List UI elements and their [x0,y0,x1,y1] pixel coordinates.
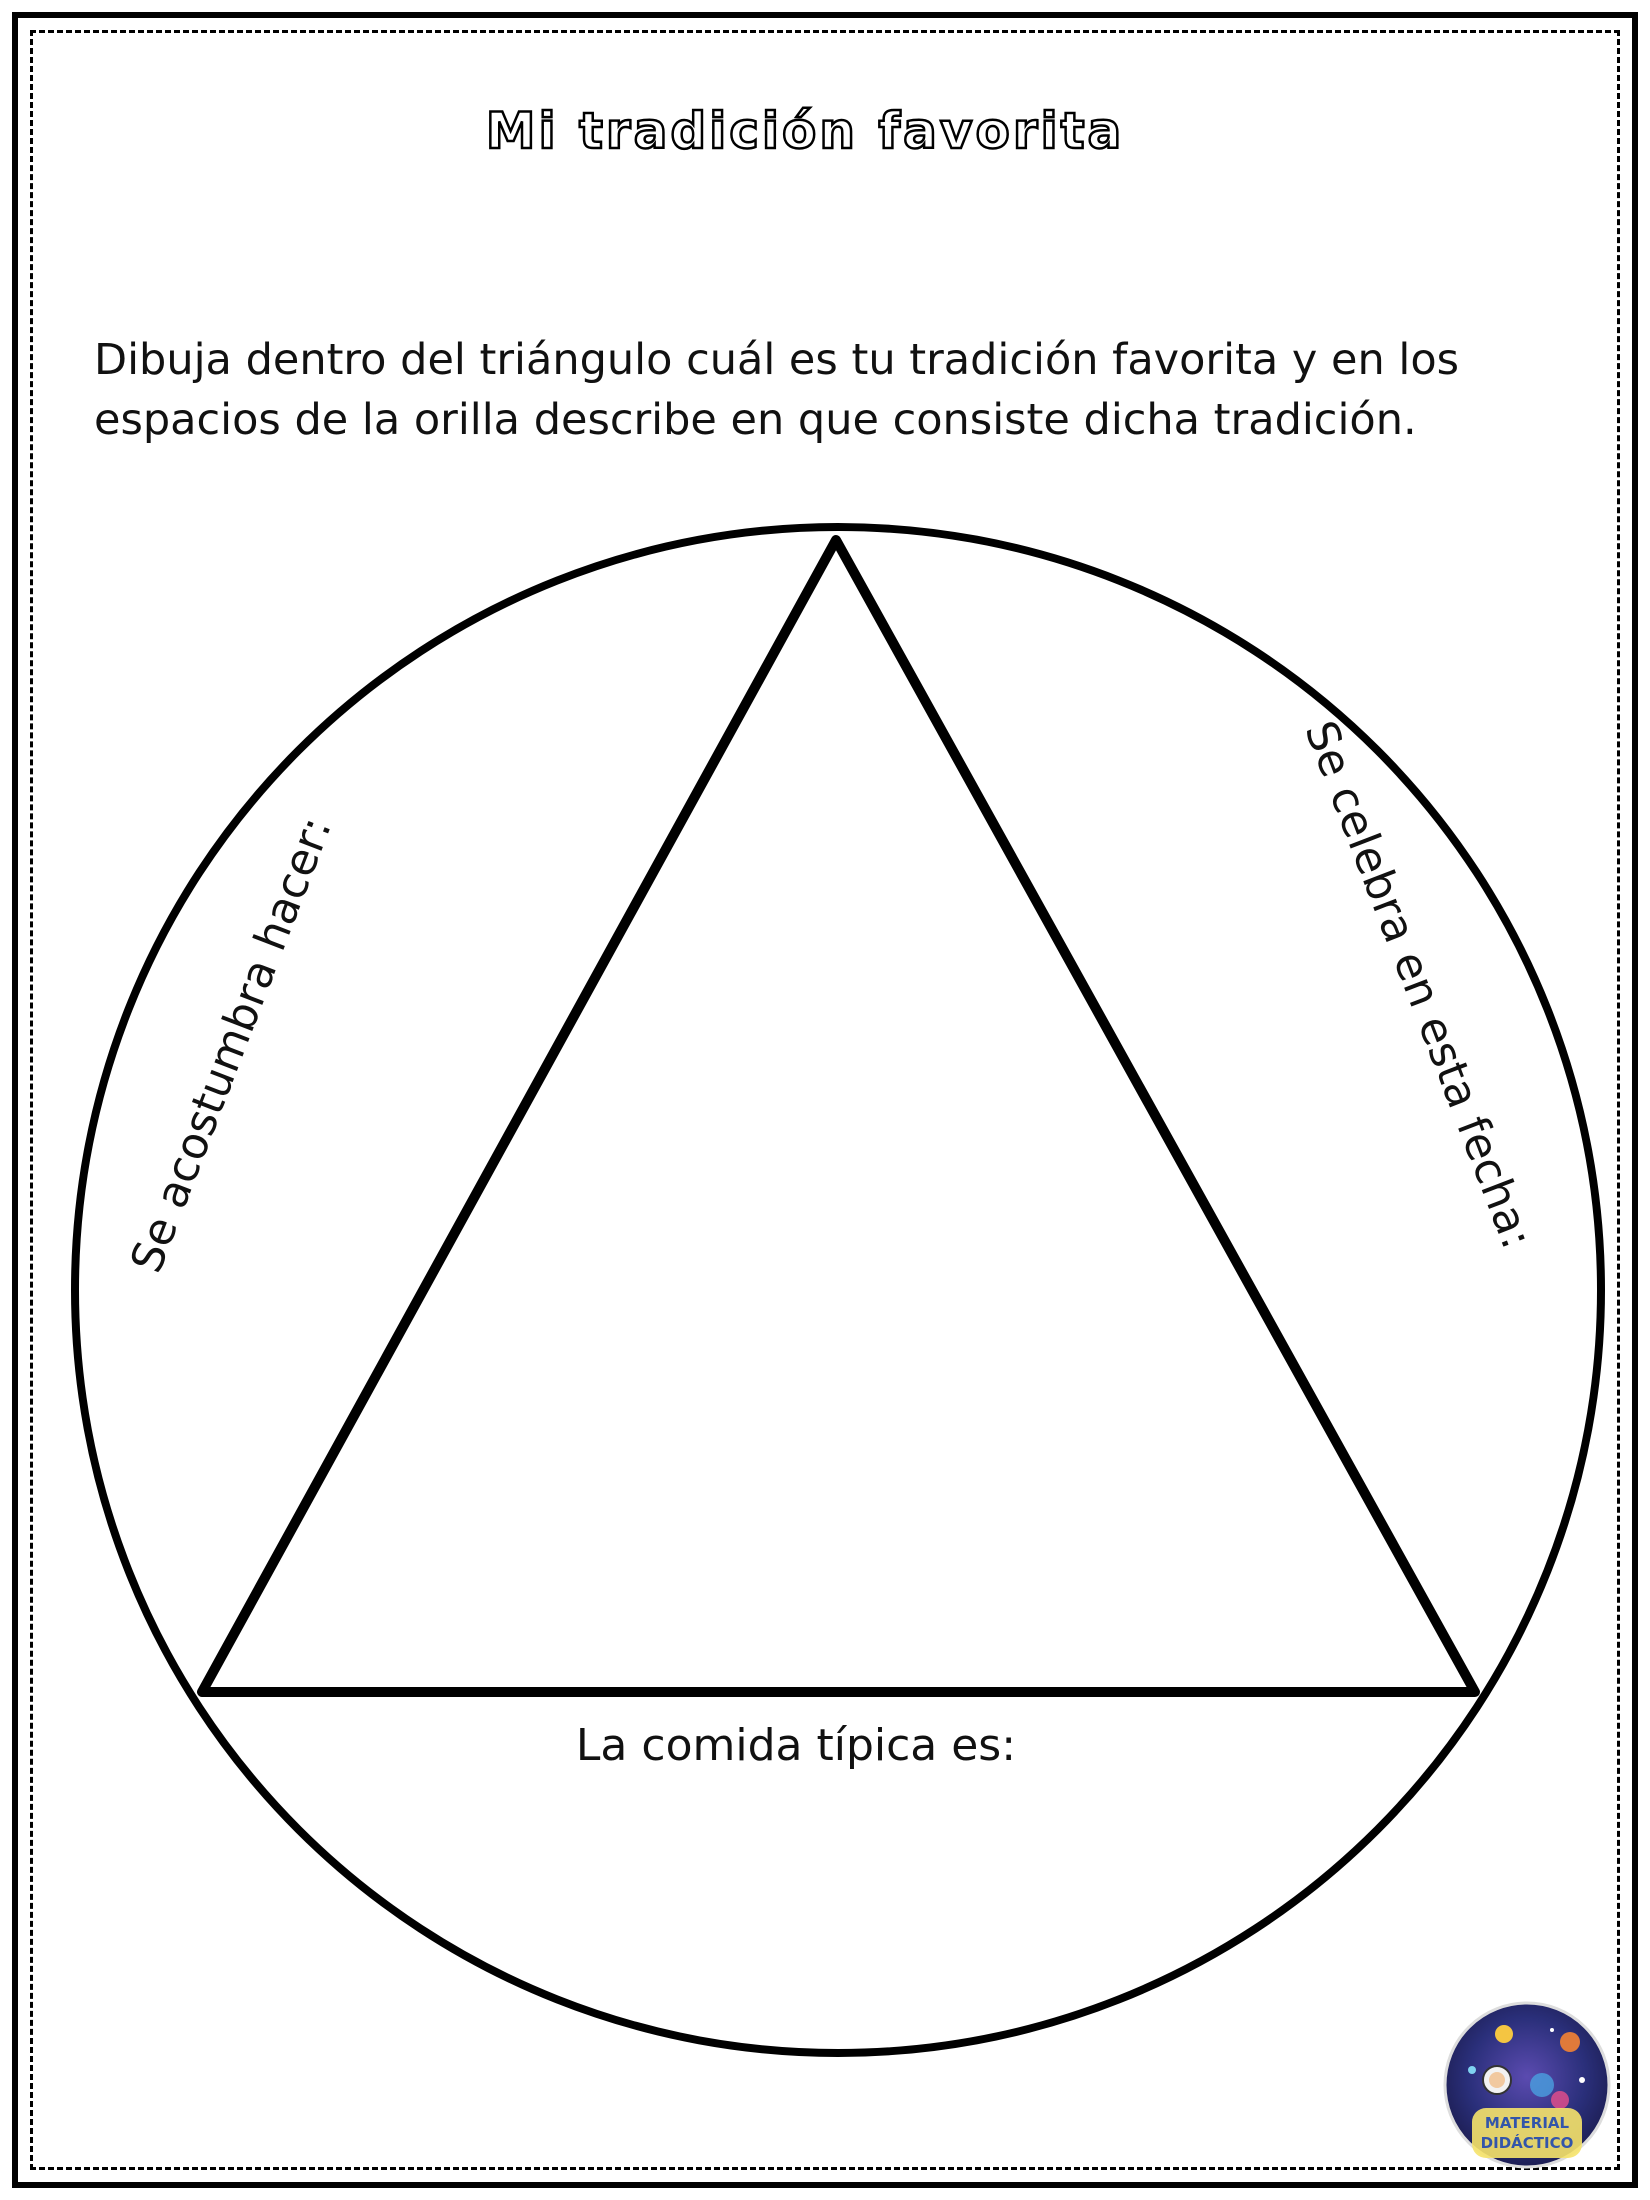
logo-text-line-1: MATERIAL [1485,2114,1570,2132]
instructions-line-2: espacios de la orilla describe en que co… [94,395,1417,445]
logo-text-line-2: DIDÁCTICO [1481,2133,1574,2152]
instructions: Dibuja dentro del triángulo cuál es tu t… [94,330,1594,450]
instructions-line-1: Dibuja dentro del triángulo cuál es tu t… [94,335,1460,385]
dashed-border [30,30,1620,2170]
page-title: Mi tradición favorita [484,101,1125,162]
sun-icon [1495,2025,1513,2043]
label-left: Se acostumbra hacer: [121,810,342,1279]
outer-circle [71,523,1605,2057]
planet-icon [1560,2032,1580,2052]
outer-border [12,12,1638,2188]
material-didactico-logo: MATERIAL DIDÁCTICO [1442,2000,1612,2170]
inner-triangle[interactable] [197,535,1480,1697]
label-bottom: La comida típica es: [576,1720,1016,1771]
